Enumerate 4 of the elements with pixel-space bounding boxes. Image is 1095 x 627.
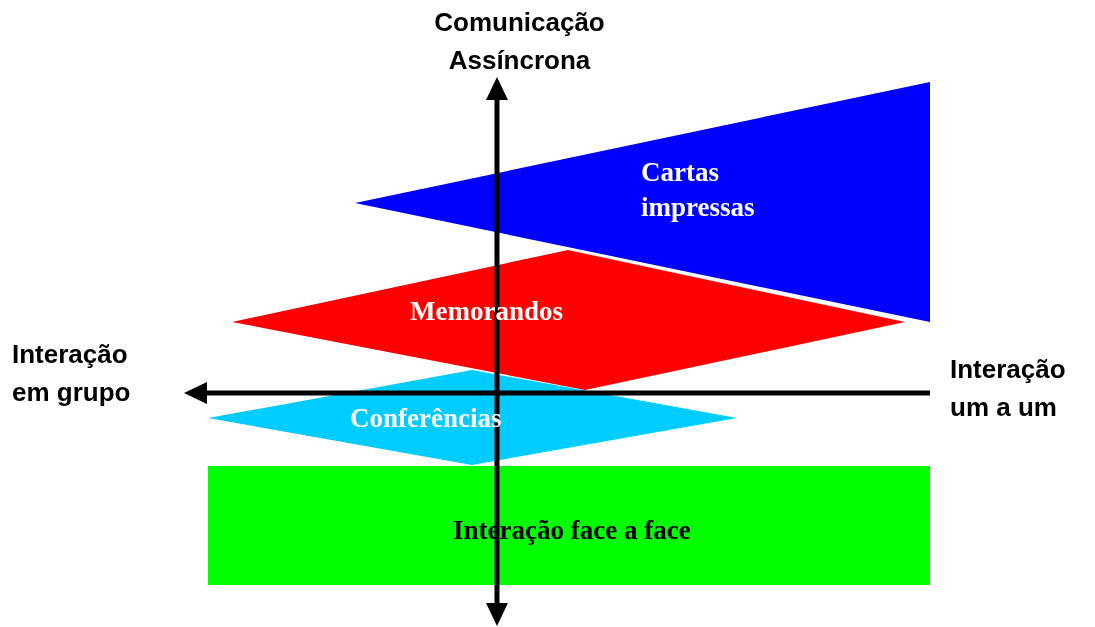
shape-label: Cartas impressas [641, 156, 756, 225]
axis-label: Comunicação Assíncrona [433, 6, 606, 77]
axis-label: Interação um a um [950, 353, 1067, 424]
axis-label: Interação em grupo [12, 338, 132, 409]
